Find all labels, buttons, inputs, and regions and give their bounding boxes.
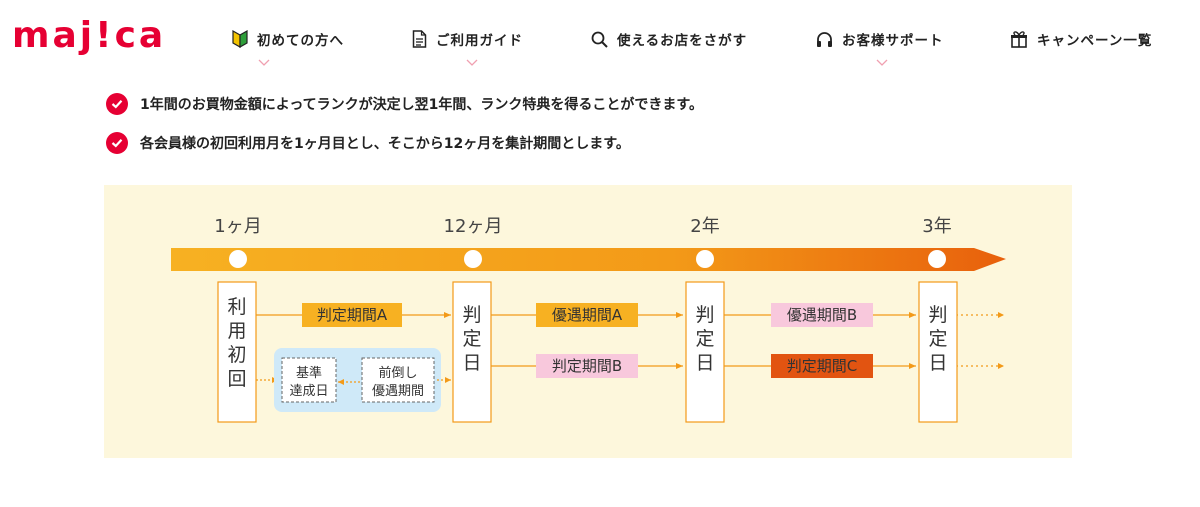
check-circle-icon: [106, 132, 128, 154]
beginner-mark-icon: [232, 30, 248, 48]
gift-icon: [1011, 31, 1027, 48]
achieved-date-label-line2: 達成日: [289, 384, 328, 399]
site-header: maj!ca 初めての方へ ご利用ガイド 使えるお店をさがす: [0, 0, 1200, 78]
timeline-label-1-month: 1ヶ月: [214, 216, 261, 237]
timeline-dot: [696, 250, 714, 268]
majica-logo[interactable]: maj!ca: [12, 15, 167, 56]
judgment-day-box-1: [452, 281, 492, 423]
document-icon: [412, 30, 427, 48]
benefit-period-a-label: 優遇期間A: [552, 306, 623, 324]
benefit-period-b-tag: [771, 303, 873, 327]
nav-item-guide[interactable]: ご利用ガイド: [412, 24, 523, 54]
judgment-day-label: 判定日: [928, 304, 947, 374]
rank-period-diagram: 1ヶ月 12ヶ月 2年 3年 基準 達成日 前倒し 優遇期間 利用初回: [104, 185, 1072, 458]
nav-label-beginners: 初めての方へ: [257, 33, 344, 49]
timeline-label-12-months: 12ヶ月: [444, 216, 503, 237]
advance-benefit-label-line1: 前倒し: [378, 365, 417, 381]
achieved-date-label-line1: 基準: [296, 365, 322, 381]
judgment-day-label: 判定日: [695, 304, 714, 374]
nav-label-store-search: 使えるお店をさがす: [617, 33, 748, 49]
judge-period-c-label: 判定期間C: [787, 357, 857, 375]
timeline-label-2-years: 2年: [690, 216, 719, 237]
judge-period-a-tag: [302, 303, 402, 327]
bullet-text: 1年間のお買物金額によってランクが決定し翌1年間、ランク特典を得ることができます…: [140, 97, 703, 113]
chevron-down-icon: [258, 59, 270, 66]
nav-item-campaigns[interactable]: キャンペーン一覧: [1010, 24, 1152, 54]
first-use-box: [217, 281, 257, 423]
rank-info-bullet-1: 1年間のお買物金額によってランクが決定し翌1年間、ランク特典を得ることができます…: [106, 92, 703, 116]
benefit-period-b-label: 優遇期間B: [787, 306, 857, 324]
timeline-dot: [464, 250, 482, 268]
judgment-day-label: 判定日: [462, 304, 481, 374]
judge-period-b-label: 判定期間B: [552, 357, 622, 375]
headset-icon: [817, 31, 832, 47]
nav-item-beginners[interactable]: 初めての方へ: [232, 24, 344, 54]
benefit-period-a-tag: [536, 303, 638, 327]
timeline-label-3-years: 3年: [922, 216, 951, 237]
first-use-label: 利用初回: [227, 296, 246, 390]
nav-item-store-search[interactable]: 使えるお店をさがす: [591, 24, 747, 54]
chevron-down-icon: [876, 59, 888, 66]
judge-period-b-tag: [536, 354, 638, 378]
rank-period-timeline: 1ヶ月 12ヶ月 2年 3年 基準 達成日 前倒し 優遇期間 利用初回: [171, 216, 1006, 423]
bullet-text: 各会員様の初回利用月を1ヶ月目とし、そこから12ヶ月を集計期間とします。: [140, 136, 630, 152]
check-circle-icon: [106, 93, 128, 115]
judgment-day-box-2: [685, 281, 725, 423]
timeline-dot: [229, 250, 247, 268]
judge-period-c-tag: [771, 354, 873, 378]
advance-benefit-label-line2: 優遇期間: [372, 384, 424, 399]
timeline-dot: [928, 250, 946, 268]
nav-label-guide: ご利用ガイド: [436, 33, 523, 49]
chevron-down-icon: [466, 59, 478, 66]
nav-label-campaigns: キャンペーン一覧: [1037, 33, 1153, 49]
nav-label-support: お客様サポート: [842, 33, 944, 49]
judgment-day-box-3: [918, 281, 958, 423]
judge-period-a-label: 判定期間A: [317, 306, 388, 324]
rank-info-bullet-2: 各会員様の初回利用月を1ヶ月目とし、そこから12ヶ月を集計期間とします。: [106, 131, 630, 155]
search-icon: [591, 31, 608, 48]
nav-item-support[interactable]: お客様サポート: [816, 24, 944, 54]
timeline-arrow: [171, 248, 1006, 271]
